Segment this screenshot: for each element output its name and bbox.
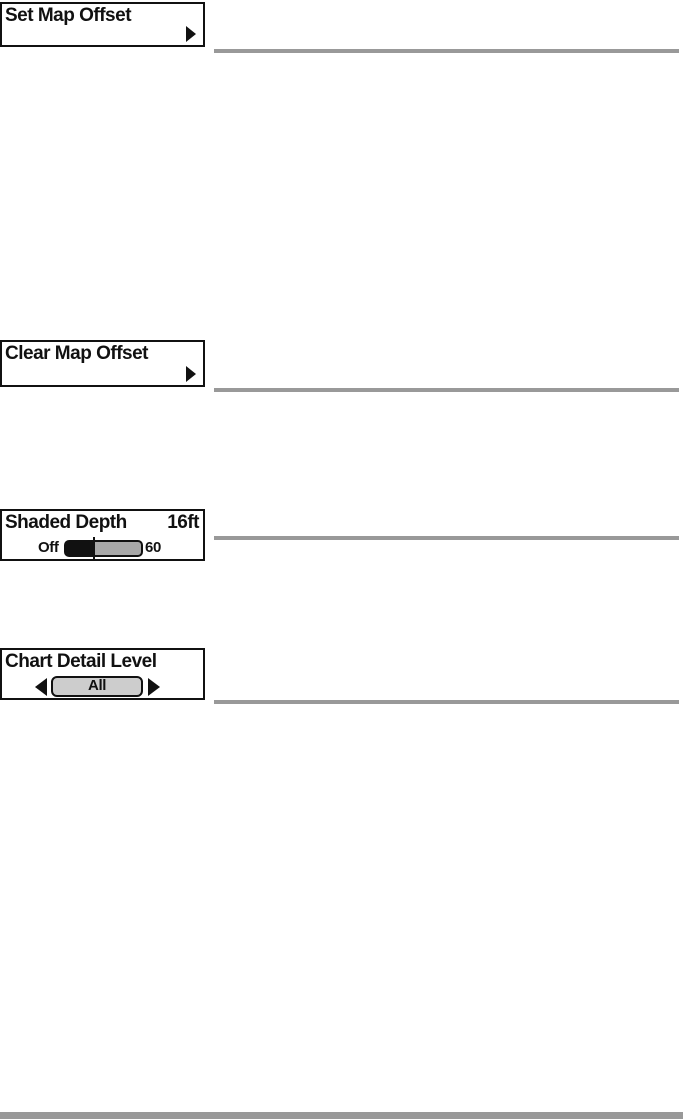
menu-chart-detail-level[interactable]: Chart Detail Level All [0,648,205,700]
section-rule [214,536,679,540]
section-rule [214,49,679,53]
menu-title-row: Chart Detail Level [2,650,203,672]
slider-fill [66,542,93,555]
right-arrow-icon [186,366,196,382]
menu-set-map-offset[interactable]: Set Map Offset [0,2,205,47]
right-arrow-icon[interactable] [148,678,160,696]
section-rule [214,700,679,704]
menu-title-row: Clear Map Offset [2,342,203,364]
chart-detail-selector-row: All [2,676,203,700]
menu-label: Chart Detail Level [5,651,157,672]
slider-max-label: 60 [145,539,161,556]
menu-title-row: Set Map Offset [2,4,203,26]
menu-label: Clear Map Offset [5,343,148,364]
menu-clear-map-offset[interactable]: Clear Map Offset [0,340,205,387]
menu-title-row: Shaded Depth 16ft [2,511,203,533]
menu-label: Set Map Offset [5,5,132,26]
slider-thumb[interactable] [93,537,95,560]
menu-value: 16ft [167,512,199,533]
chart-detail-value[interactable]: All [51,676,143,697]
menu-shaded-depth[interactable]: Shaded Depth 16ft Off 60 [0,509,205,561]
section-rule [214,388,679,392]
page-footer-bar [0,1112,683,1119]
shaded-depth-slider[interactable] [64,537,143,560]
right-arrow-icon [186,26,196,42]
slider-min-label: Off [38,539,59,556]
shaded-depth-slider-row: Off 60 [2,537,203,560]
menu-label: Shaded Depth [5,512,127,533]
left-arrow-icon[interactable] [35,678,47,696]
